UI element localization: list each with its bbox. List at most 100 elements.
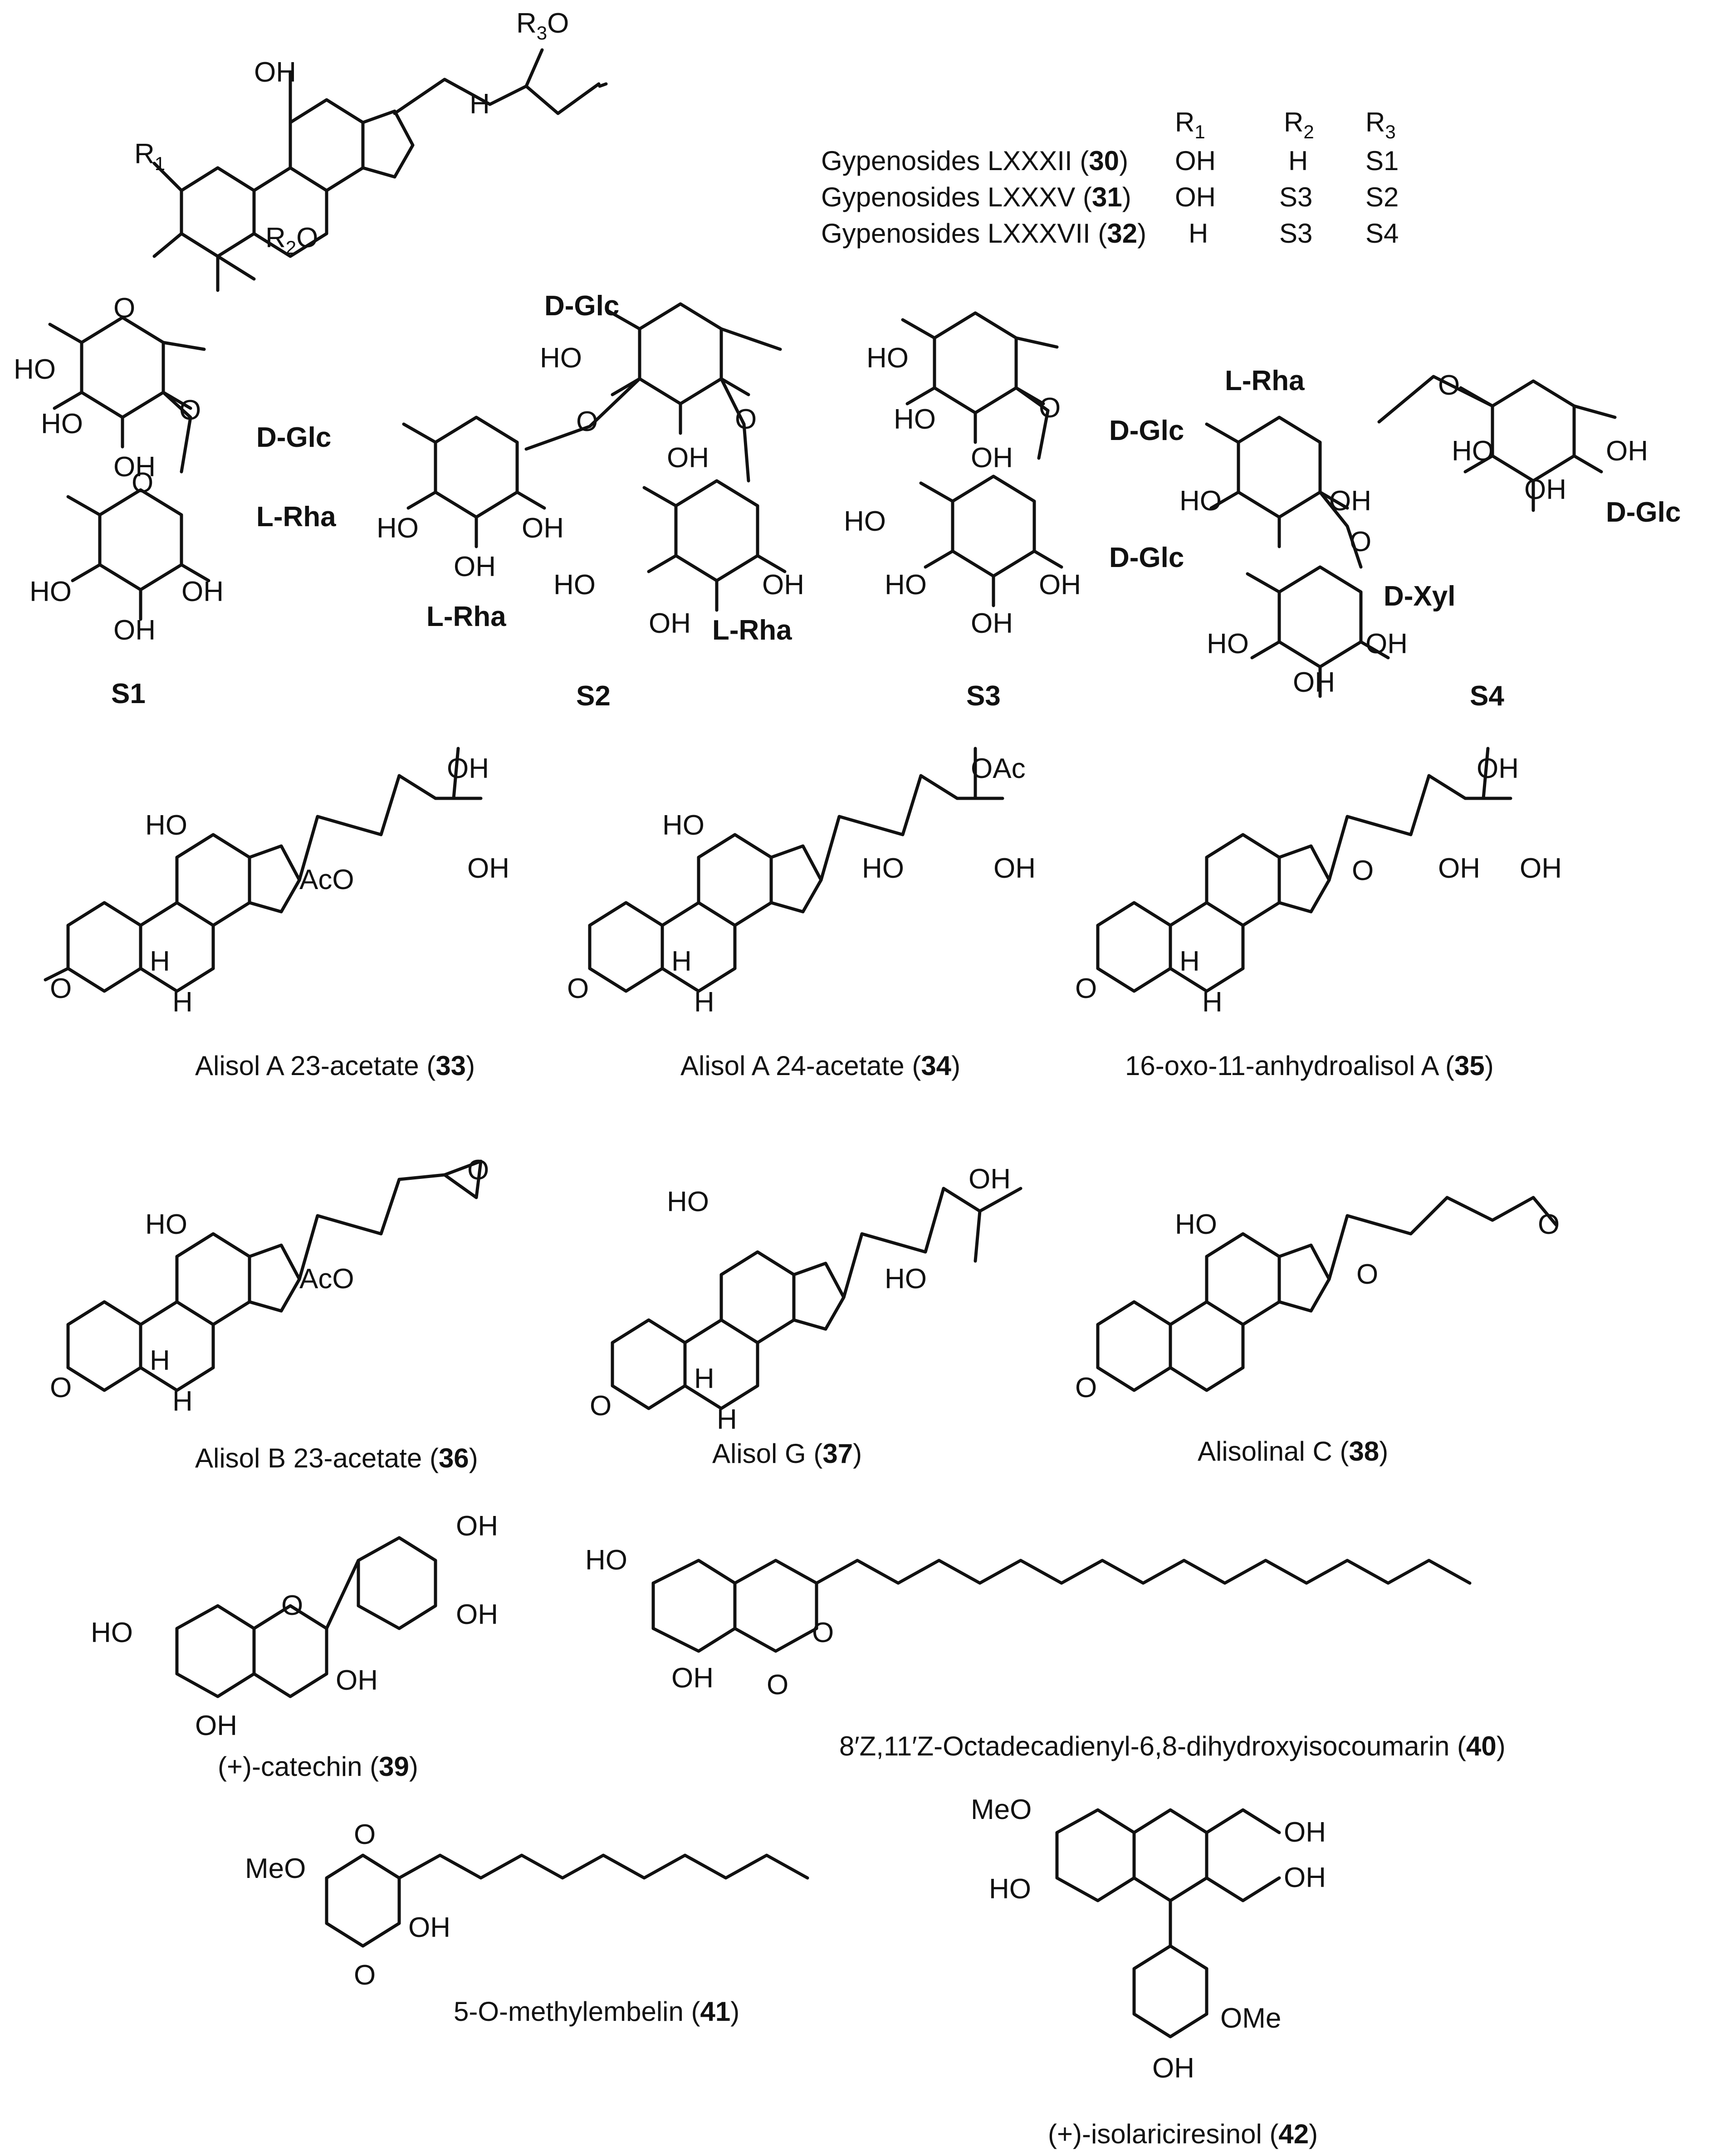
oh-atom-label: OH <box>113 451 156 483</box>
o-atom-label: O <box>467 1154 489 1186</box>
sugar-label-l-rha: L-Rha <box>426 601 506 632</box>
o-atom-label: O <box>567 973 589 1004</box>
oh-atom-label: OH <box>408 1912 450 1943</box>
compound-40-structure: HO OH O O 8′Z,11′Z-Octadecadienyl-6,8-di… <box>585 1545 1506 1761</box>
sugar-s2-label: S2 <box>576 680 611 712</box>
o-atom-label: O <box>1352 855 1374 886</box>
sugar-label-d-xyl: D-Xyl <box>1384 581 1455 612</box>
aco-atom-label: AcO <box>299 864 354 895</box>
oh-atom-label: OH <box>454 551 496 582</box>
h-atom-label: H <box>694 987 714 1018</box>
o-atom-label: O <box>735 404 757 435</box>
h-atom-label: H <box>694 1363 714 1394</box>
compound-37-structure: HO OH HO O H H Alisol G (37) <box>590 1164 1022 1469</box>
oh-atom-label: OH <box>113 615 156 646</box>
oh-atom-label: OH <box>1520 853 1562 884</box>
compound-caption: Alisol A 24-acetate (34) <box>680 1051 960 1081</box>
oh-atom-label: OH <box>1365 628 1408 660</box>
sugar-s3-label: S3 <box>966 680 1001 712</box>
h-atom-label: H <box>172 987 193 1018</box>
sugar-label-d-glc: D-Glc <box>544 290 619 322</box>
sugar-label-l-rha: L-Rha <box>712 615 792 646</box>
o-atom-label: O <box>179 395 201 426</box>
o-atom-label: O <box>1075 1372 1097 1403</box>
compound-38-structure: HO O O O Alisolinal C (38) <box>1075 1196 1560 1467</box>
table-cell-r3: S4 <box>1365 218 1399 249</box>
table-cell-r2: H <box>1288 146 1308 176</box>
o-atom-label: O <box>767 1669 788 1701</box>
meo-atom-label: MeO <box>971 1794 1032 1825</box>
oh-atom-label: OH <box>1284 1817 1326 1848</box>
oh-atom-label: OH <box>971 442 1013 474</box>
oh-atom-label: OH <box>467 853 509 884</box>
sugar-s4-label: S4 <box>1470 680 1504 712</box>
compound-caption: 16-oxo-11-anhydroalisol A (35) <box>1125 1051 1494 1081</box>
compound-caption: Alisolinal C (38) <box>1198 1436 1388 1467</box>
o-atom-label: O <box>1075 973 1097 1004</box>
compound-caption: Alisol A 23-acetate (33) <box>195 1051 475 1081</box>
compound-caption: 5-O-methylembelin (41) <box>454 1996 739 2027</box>
table-row-name: Gypenosides LXXXVII (32) <box>821 218 1146 249</box>
oh-atom-label: OH <box>1293 667 1335 698</box>
table-cell-r3: S2 <box>1365 182 1399 212</box>
oh-atom-label: OH <box>1438 853 1480 884</box>
h-atom-label: H <box>150 1345 170 1376</box>
o-atom-label: O <box>1350 526 1371 557</box>
table-cell-r2: S3 <box>1279 182 1312 212</box>
r3o-atom-label: R3O <box>516 8 569 44</box>
o-atom-label: O <box>1438 370 1460 401</box>
ho-atom-label: HO <box>585 1545 627 1576</box>
sugar-label-l-rha: L-Rha <box>256 501 336 533</box>
sugar-s4-structure: L-Rha O HO OH OH D-Glc HO OH O D-Xyl HO … <box>1179 365 1681 712</box>
h-atom-label: H <box>717 1404 737 1435</box>
sugar-s1-label: S1 <box>111 678 146 709</box>
ho-atom-label: HO <box>553 569 596 601</box>
ho-atom-label: HO <box>894 404 936 435</box>
ho-atom-label: HO <box>1175 1209 1217 1240</box>
ho-atom-label: HO <box>862 853 904 884</box>
table-cell-r3: S1 <box>1365 146 1399 176</box>
h-atom-label: H <box>1179 946 1200 977</box>
oh-atom-label: OH <box>667 442 709 474</box>
sugar-label-d-glc: D-Glc <box>1606 497 1681 528</box>
compound-39-structure: HO OH O OH OH OH (+)-catechin (39) <box>91 1511 498 1782</box>
ho-atom-label: HO <box>14 354 56 385</box>
o-atom-label: O <box>1356 1259 1378 1290</box>
ho-atom-label: HO <box>145 1209 187 1240</box>
h-atom-label: H <box>671 946 692 977</box>
oh-atom-label: OH <box>447 753 489 784</box>
table-cell-r2: S3 <box>1279 218 1312 249</box>
h-atom-label: H <box>150 946 170 977</box>
ho-atom-label: HO <box>989 1873 1031 1905</box>
h-atom-label: H <box>1202 987 1223 1018</box>
ho-atom-label: HO <box>667 1186 709 1217</box>
oh-atom-label: OH <box>1284 1862 1326 1893</box>
oh-atom-label: OH <box>1152 2053 1194 2084</box>
compound-42-structure: MeO HO OH OH OMe OH (+)-isolariciresinol… <box>971 1794 1326 2149</box>
compound-36-structure: HO O AcO O H H Alisol B 23-acetate (36) <box>50 1154 489 1473</box>
oh-atom-label: OH <box>456 1511 498 1542</box>
gypenoside-substituent-table: R1 R2 R3 Gypenosides LXXXII (30) OH H S1… <box>821 107 1399 249</box>
o-atom-label: O <box>354 1960 376 1991</box>
compound-caption: (+)-isolariciresinol (42) <box>1048 2119 1318 2149</box>
r1-atom-label: R1 <box>134 138 165 174</box>
ho-atom-label: HO <box>1452 435 1494 467</box>
sugar-s1-structure: HO HO OH O O O HO OH OH D-Glc L-Rha S1 <box>14 293 336 709</box>
ho-atom-label: HO <box>41 408 83 440</box>
o-atom-label: O <box>113 293 135 324</box>
o-atom-label: O <box>354 1819 376 1850</box>
compound-caption: 8′Z,11′Z-Octadecadienyl-6,8-dihydroxyiso… <box>839 1731 1506 1761</box>
oh-atom-label: OH <box>671 1662 714 1694</box>
oh-atom-label: OH <box>1477 753 1519 784</box>
compound-33-structure: HO OH OH AcO O H H Alisol A 23-acetate (… <box>44 747 509 1081</box>
sugar-s2-structure: D-Glc HO O OH O HO OH OH HO OH OH L-Rha … <box>377 290 804 712</box>
oh-atom-label: OH <box>971 608 1013 639</box>
oh-atom-label: OH <box>336 1665 378 1696</box>
ho-atom-label: HO <box>1179 485 1222 517</box>
oh-atom-label: OH <box>1329 485 1371 517</box>
table-cell-r1: OH <box>1175 182 1216 212</box>
o-atom-label: O <box>50 1372 72 1403</box>
ho-atom-label: HO <box>29 576 72 607</box>
o-atom-label: O <box>281 1590 303 1621</box>
sugar-label-d-glc: D-Glc <box>1109 542 1184 573</box>
